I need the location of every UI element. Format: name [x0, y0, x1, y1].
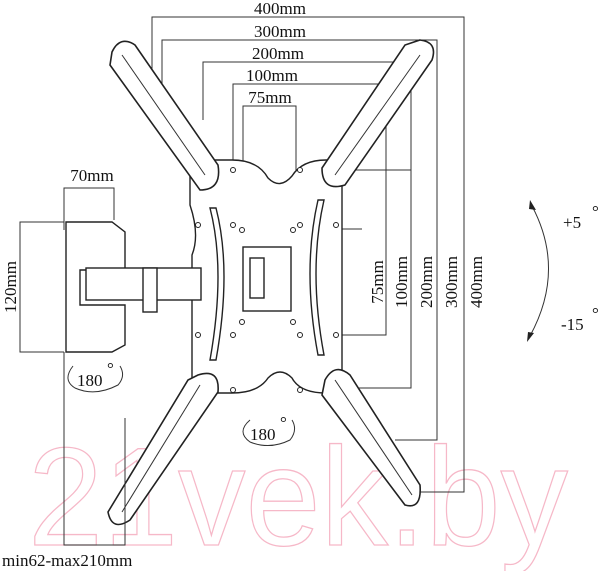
label-400mm-h: 400mm [254, 0, 306, 18]
plate-holes [195, 167, 339, 393]
label-200mm-h: 200mm [252, 44, 304, 63]
tilt-indicator: +5 ° -15 ° [527, 200, 599, 342]
label-100mm-v: 100mm [392, 256, 411, 308]
arm-bottom-right [321, 368, 422, 507]
swivel-tv-value: 180 [250, 425, 276, 444]
label-300mm-h: 300mm [254, 22, 306, 41]
label-75mm-v: 75mm [368, 260, 387, 303]
label-100mm-h: 100mm [246, 66, 298, 85]
degree-symbol: ° [280, 413, 287, 432]
swivel-wall-value: 180 [77, 371, 103, 390]
label-75mm-h: 75mm [248, 88, 291, 107]
degree-symbol: ° [592, 304, 599, 323]
extension-line [63, 352, 126, 546]
label-70mm: 70mm [70, 166, 113, 185]
arrow-down-icon [527, 332, 534, 342]
degree-symbol: ° [592, 202, 599, 221]
tilt-arc [529, 205, 549, 337]
plate-slot-left [209, 207, 225, 361]
label-300mm-v: 300mm [442, 256, 461, 308]
plate-bracket-clip [249, 257, 265, 299]
swivel-tv-indicator: 180 ° [242, 413, 296, 446]
arm-depth-line [63, 187, 115, 230]
swivel-wall-indicator: 180 ° [67, 359, 124, 393]
watermark: 21vek.by [28, 418, 568, 571]
label-400mm-v: 400mm [467, 256, 486, 308]
arm-top-left [109, 40, 220, 191]
arm-top-right [321, 39, 435, 188]
label-extension-range: min62-max210mm [2, 551, 132, 570]
plate-slot-right [309, 199, 325, 356]
arm-clamp [142, 267, 158, 313]
tilt-down-value: -15 [561, 315, 584, 334]
label-120mm: 120mm [1, 261, 20, 313]
label-200mm-v: 200mm [417, 256, 436, 308]
tilt-up-value: +5 [563, 213, 581, 232]
arm-bottom-left [107, 372, 219, 526]
arrow-up-icon [529, 200, 536, 210]
wall-plate [65, 221, 126, 353]
wall-plate-height-line [19, 221, 64, 353]
degree-symbol: ° [107, 359, 114, 378]
